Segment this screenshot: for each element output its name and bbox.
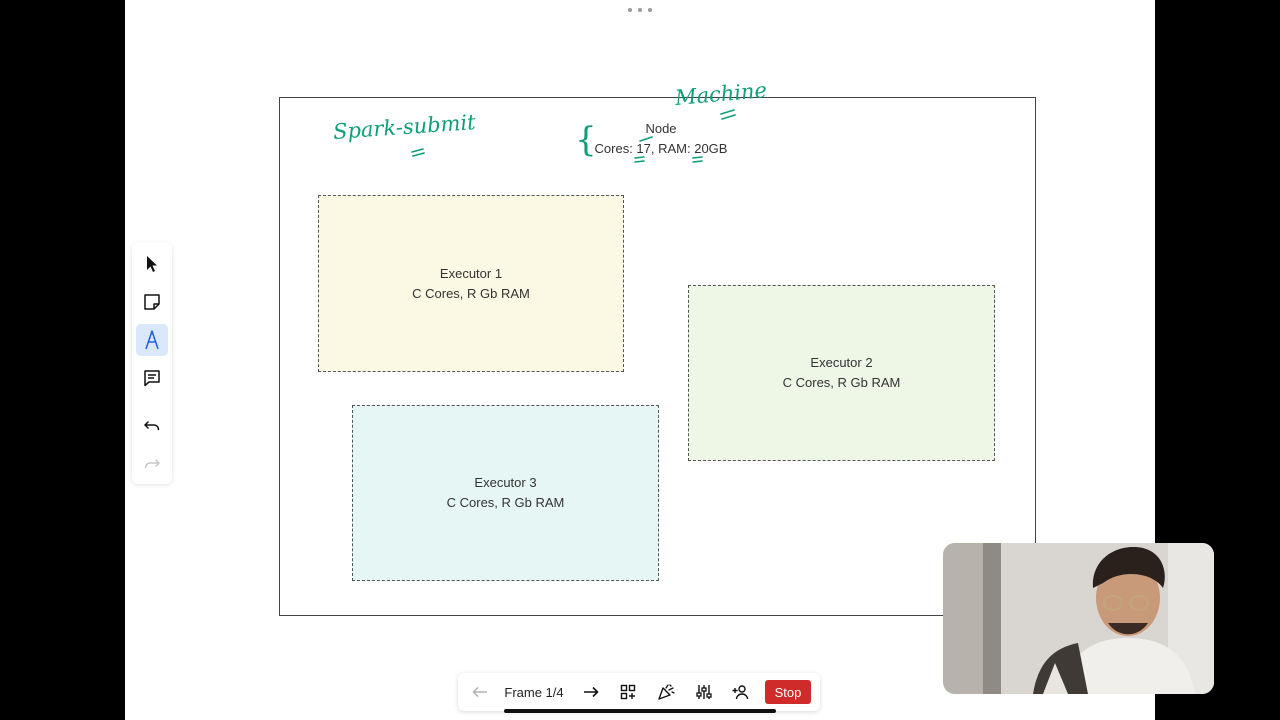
stop-presentation-button[interactable]: Stop xyxy=(765,680,811,704)
settings-sliders-icon[interactable] xyxy=(692,673,716,711)
sticky-note-icon[interactable] xyxy=(136,286,168,318)
more-options-icon[interactable] xyxy=(628,4,652,16)
undo-icon[interactable] xyxy=(136,410,168,442)
comment-icon[interactable] xyxy=(136,362,168,394)
celebration-icon[interactable] xyxy=(654,673,678,711)
executor-1-box[interactable]: Executor 1 C Cores, R Gb RAM xyxy=(318,195,624,372)
pen-icon[interactable] xyxy=(136,324,168,356)
executor-1-resources: C Cores, R Gb RAM xyxy=(412,285,530,301)
frame-indicator[interactable]: Frame 1/4 xyxy=(504,684,564,700)
webcam-video xyxy=(943,543,1214,694)
executor-2-resources: C Cores, R Gb RAM xyxy=(782,375,901,390)
presentation-bar: Frame 1/4 Stop xyxy=(458,673,820,711)
executor-2-box[interactable]: Executor 2 C Cores, R Gb RAM xyxy=(688,285,995,461)
node-title: Node xyxy=(645,121,677,136)
brace-annotation: { xyxy=(575,120,597,160)
add-participant-icon[interactable] xyxy=(729,673,753,711)
frames-grid-icon[interactable] xyxy=(616,673,640,711)
executor-1-title: Executor 1 xyxy=(439,265,503,281)
node-specs: Cores: 17, RAM: 20GB xyxy=(594,141,728,156)
drawing-toolbar xyxy=(132,242,172,484)
redo-icon[interactable] xyxy=(136,448,168,480)
presentation-progress-bar xyxy=(504,709,776,713)
executor-3-title: Executor 3 xyxy=(474,475,537,490)
next-frame-arrow-icon[interactable] xyxy=(579,673,603,711)
cursor-icon[interactable] xyxy=(136,248,168,280)
previous-frame-arrow-icon[interactable] xyxy=(468,673,492,711)
executor-3-resources: C Cores, R Gb RAM xyxy=(446,495,565,510)
node-label: Node Cores: 17, RAM: 20GB xyxy=(586,119,736,159)
executor-2-title: Executor 2 xyxy=(810,355,873,370)
executor-3-box[interactable]: Executor 3 C Cores, R Gb RAM xyxy=(352,405,659,581)
